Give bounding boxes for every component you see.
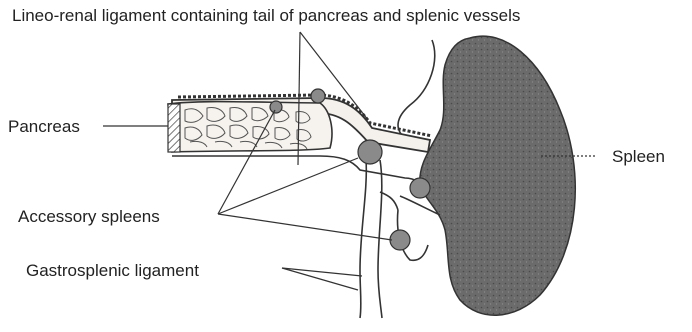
- accessory-spleen-3: [358, 140, 382, 164]
- lineorenal-label: Lineo-renal ligament containing tail of …: [12, 7, 520, 24]
- pancreas-label: Pancreas: [8, 118, 80, 135]
- accessory-spleen-2: [270, 101, 282, 113]
- spleen: [420, 36, 576, 315]
- accessory-spleen-1: [311, 89, 325, 103]
- pancreas: [168, 102, 332, 152]
- accessory-spleens-label: Accessory spleens: [18, 208, 160, 225]
- accessory-spleen-5: [390, 230, 410, 250]
- ligament-lower: [172, 156, 430, 190]
- gastrosplenic-label: Gastrosplenic ligament: [26, 262, 199, 279]
- accessory-spleen-4: [410, 178, 430, 198]
- stomach-curve: [398, 40, 435, 138]
- spleen-label: Spleen: [612, 148, 665, 165]
